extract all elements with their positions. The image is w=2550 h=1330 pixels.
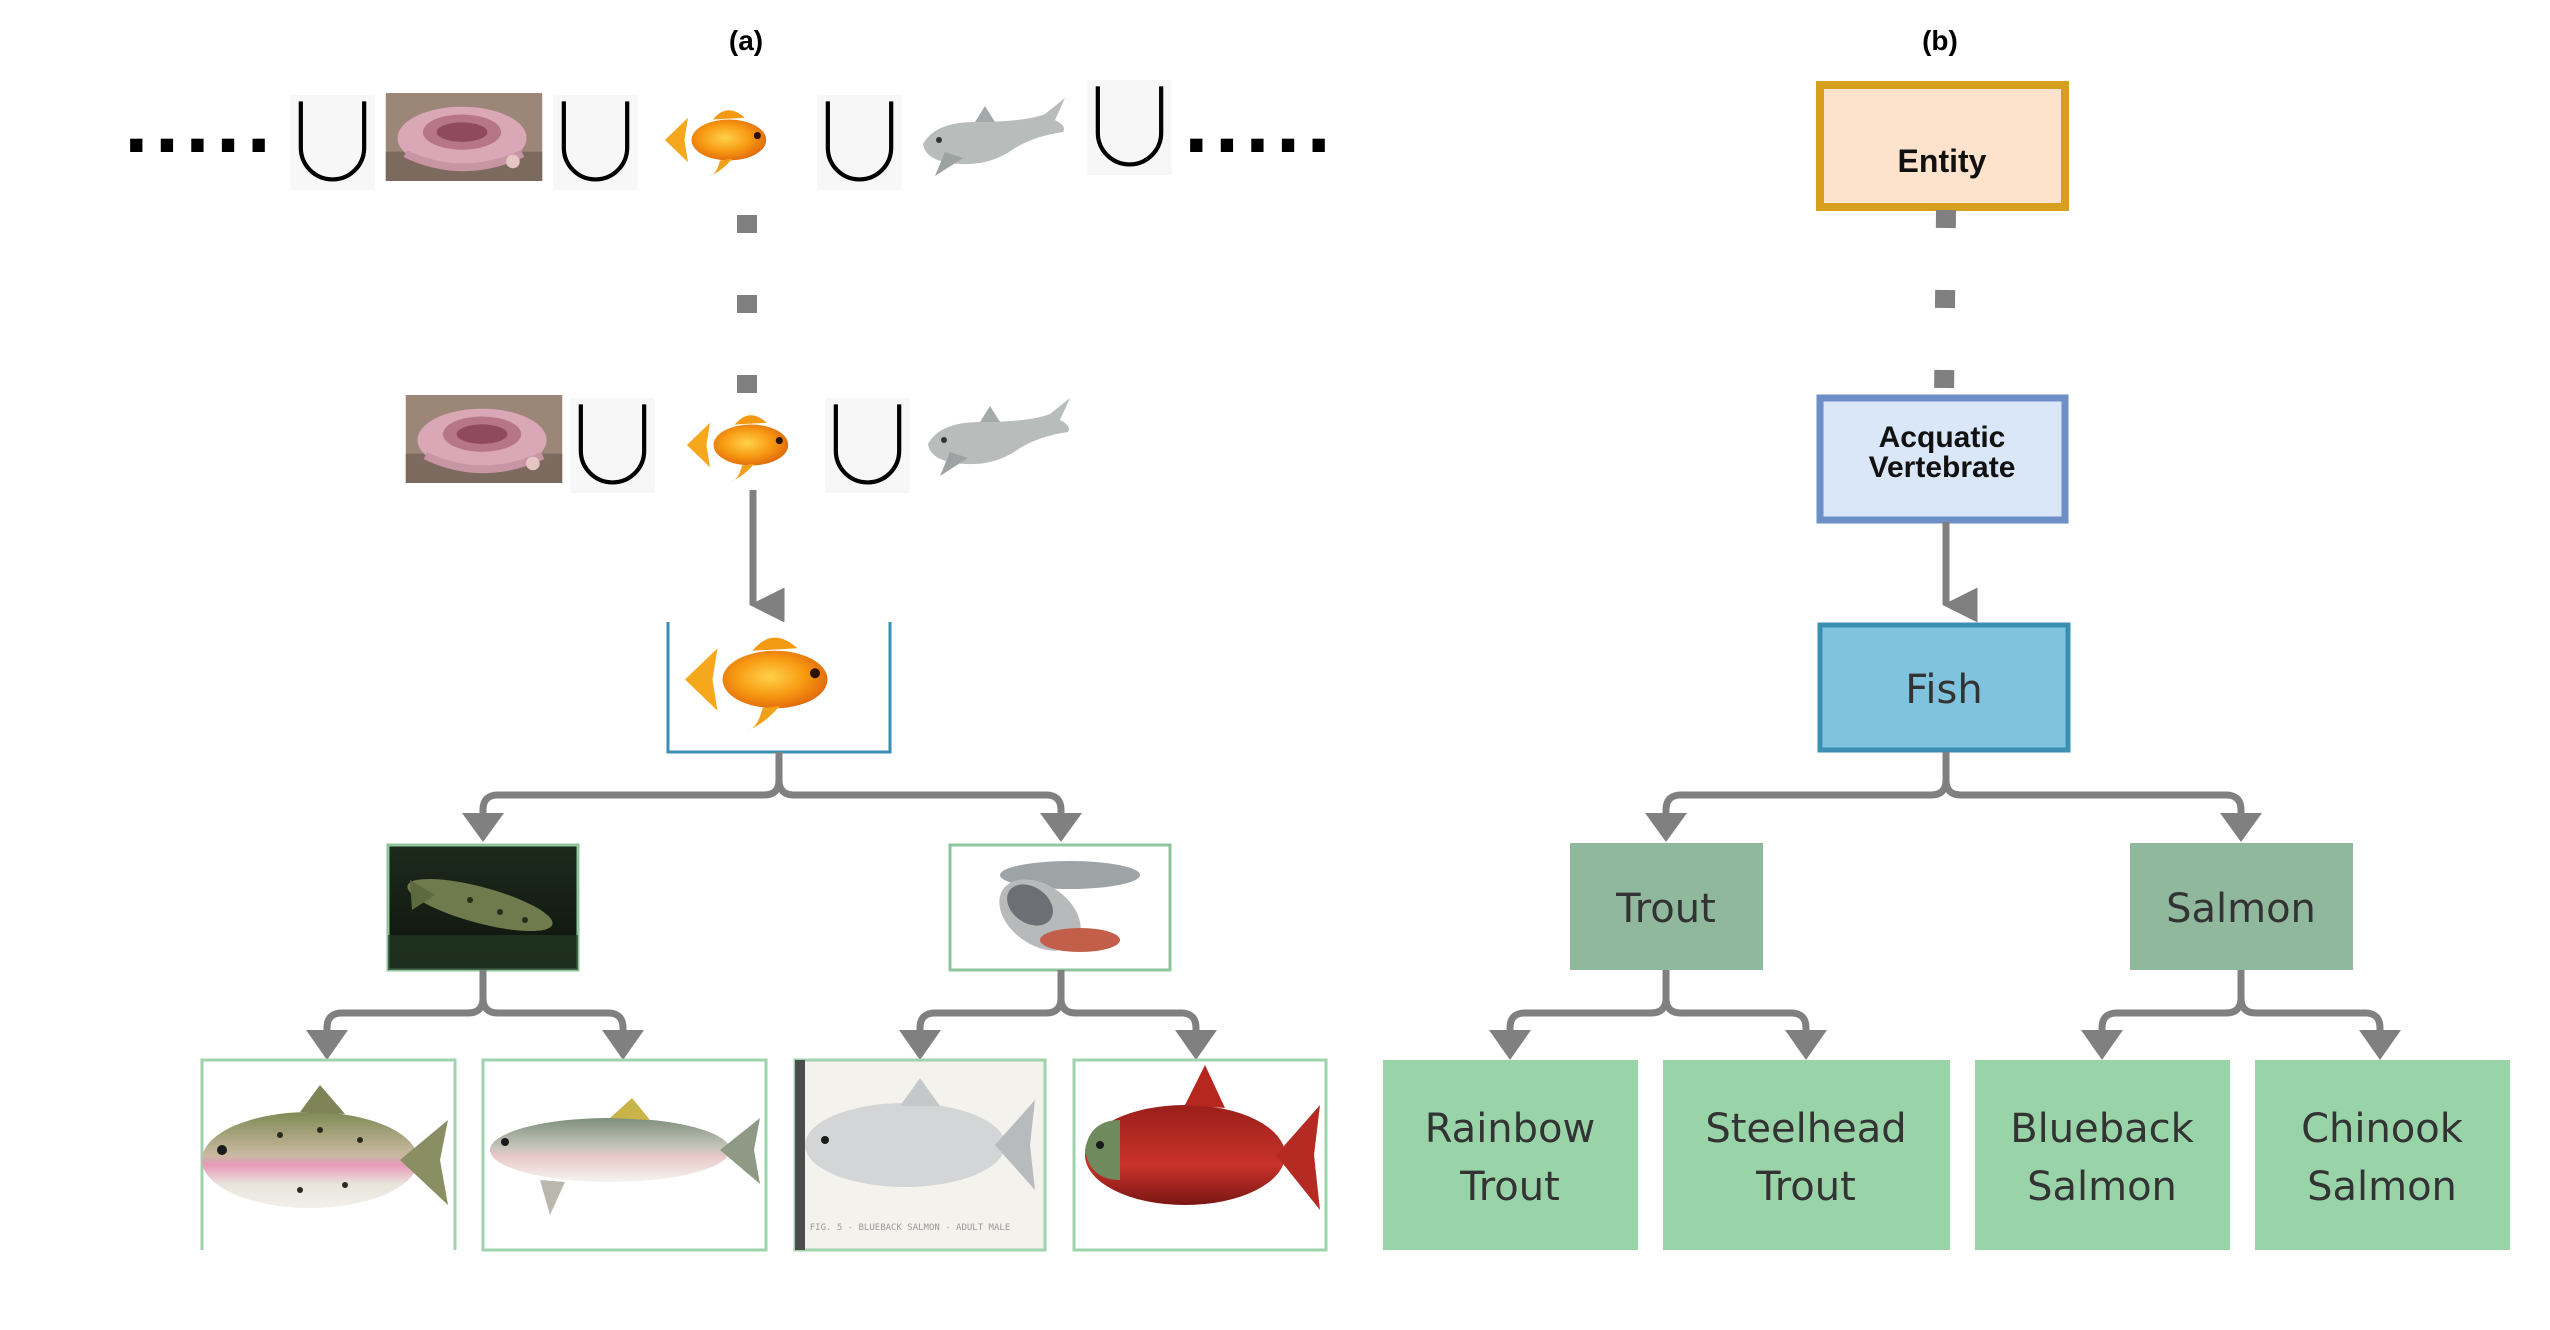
arrowhead — [2081, 1030, 2123, 1060]
node-trout-label: Trout — [1615, 886, 1716, 932]
panel-b-label: (b) — [1922, 25, 1958, 56]
arrowhead — [1175, 1030, 1217, 1060]
branch-trout-b — [1506, 970, 1810, 1040]
branch-salmon-a — [916, 970, 1200, 1040]
arrowhead — [306, 1030, 348, 1060]
node-fish-label: Fish — [1905, 667, 1982, 713]
arrowhead — [602, 1030, 644, 1060]
blueback-salmon-photo: FIG. 5 - BLUEBACK SALMON - ADULT MALE — [793, 1058, 1047, 1252]
node-leaf-line1: Steelhead — [1705, 1106, 1906, 1152]
dotted-connector-b — [1934, 209, 1956, 401]
node-leaf-line2: Salmon — [2307, 1164, 2457, 1210]
node-entity: Entity — [1816, 81, 2069, 211]
node-salmon-label: Salmon — [2166, 886, 2316, 932]
node-acquatic-line2: Vertebrate — [1869, 451, 2016, 484]
arrowhead — [1040, 813, 1082, 842]
node-entity-label: Entity — [1898, 143, 1987, 179]
ellipsis-left: ..... — [123, 87, 276, 169]
node-leaf-line1: Chinook — [2301, 1106, 2464, 1152]
node-salmon: Salmon — [2130, 843, 2353, 970]
arrowhead — [2220, 813, 2262, 842]
node-chinook-salmon: Chinook Salmon — [2255, 1060, 2510, 1250]
node-steelhead-trout: Steelhead Trout — [1663, 1060, 1950, 1250]
rainbow-trout-photo — [200, 1058, 457, 1250]
arrowhead — [1785, 1030, 1827, 1060]
node-blueback-salmon: Blueback Salmon — [1975, 1060, 2230, 1250]
branch-fish-b — [1662, 752, 2245, 825]
ellipsis-right: ..... — [1183, 87, 1336, 169]
node-acquatic-vertebrate: Acquatic Vertebrate — [1816, 394, 2069, 524]
shark-photo — [928, 398, 1070, 476]
node-leaf-line2: Salmon — [2027, 1164, 2177, 1210]
branch-salmon-b — [2098, 970, 2384, 1040]
arrowhead — [2359, 1030, 2401, 1060]
goldfish-photo — [686, 415, 789, 482]
arrowhead — [462, 813, 504, 842]
chinook-salmon-photo — [1072, 1058, 1328, 1252]
node-leaf-line2: Trout — [1459, 1164, 1560, 1210]
brown-trout-photo — [386, 843, 580, 972]
steelhead-trout-photo — [481, 1058, 768, 1252]
node-leaf-line1: Rainbow — [1425, 1106, 1595, 1152]
arrowhead — [1645, 813, 1687, 842]
union-icon — [1087, 80, 1171, 175]
arrowhead — [1489, 1030, 1531, 1060]
branch-trout-a — [323, 970, 627, 1040]
hagfish-photo — [386, 93, 542, 181]
node-leaf-line1: Blueback — [2010, 1106, 2194, 1152]
blueback-caption: FIG. 5 - BLUEBACK SALMON - ADULT MALE — [810, 1223, 1010, 1233]
node-fish: Fish — [1817, 622, 2071, 753]
union-icon — [817, 95, 901, 190]
shark-photo — [923, 98, 1065, 176]
node-acquatic-line1: Acquatic — [1879, 421, 2006, 454]
branch-root-a — [479, 752, 1065, 825]
hagfish-photo — [406, 395, 562, 483]
union-icon — [553, 95, 637, 190]
arrowhead — [899, 1030, 941, 1060]
union-icon — [570, 398, 654, 493]
node-trout: Trout — [1570, 843, 1763, 970]
union-icon — [825, 398, 909, 493]
node-rainbow-trout: Rainbow Trout — [1383, 1060, 1638, 1250]
goldfish-photo — [664, 110, 767, 177]
union-icon — [290, 95, 374, 190]
salmon-photo — [948, 843, 1172, 972]
node-leaf-line2: Trout — [1755, 1164, 1856, 1210]
panel-a-label: (a) — [729, 25, 763, 56]
